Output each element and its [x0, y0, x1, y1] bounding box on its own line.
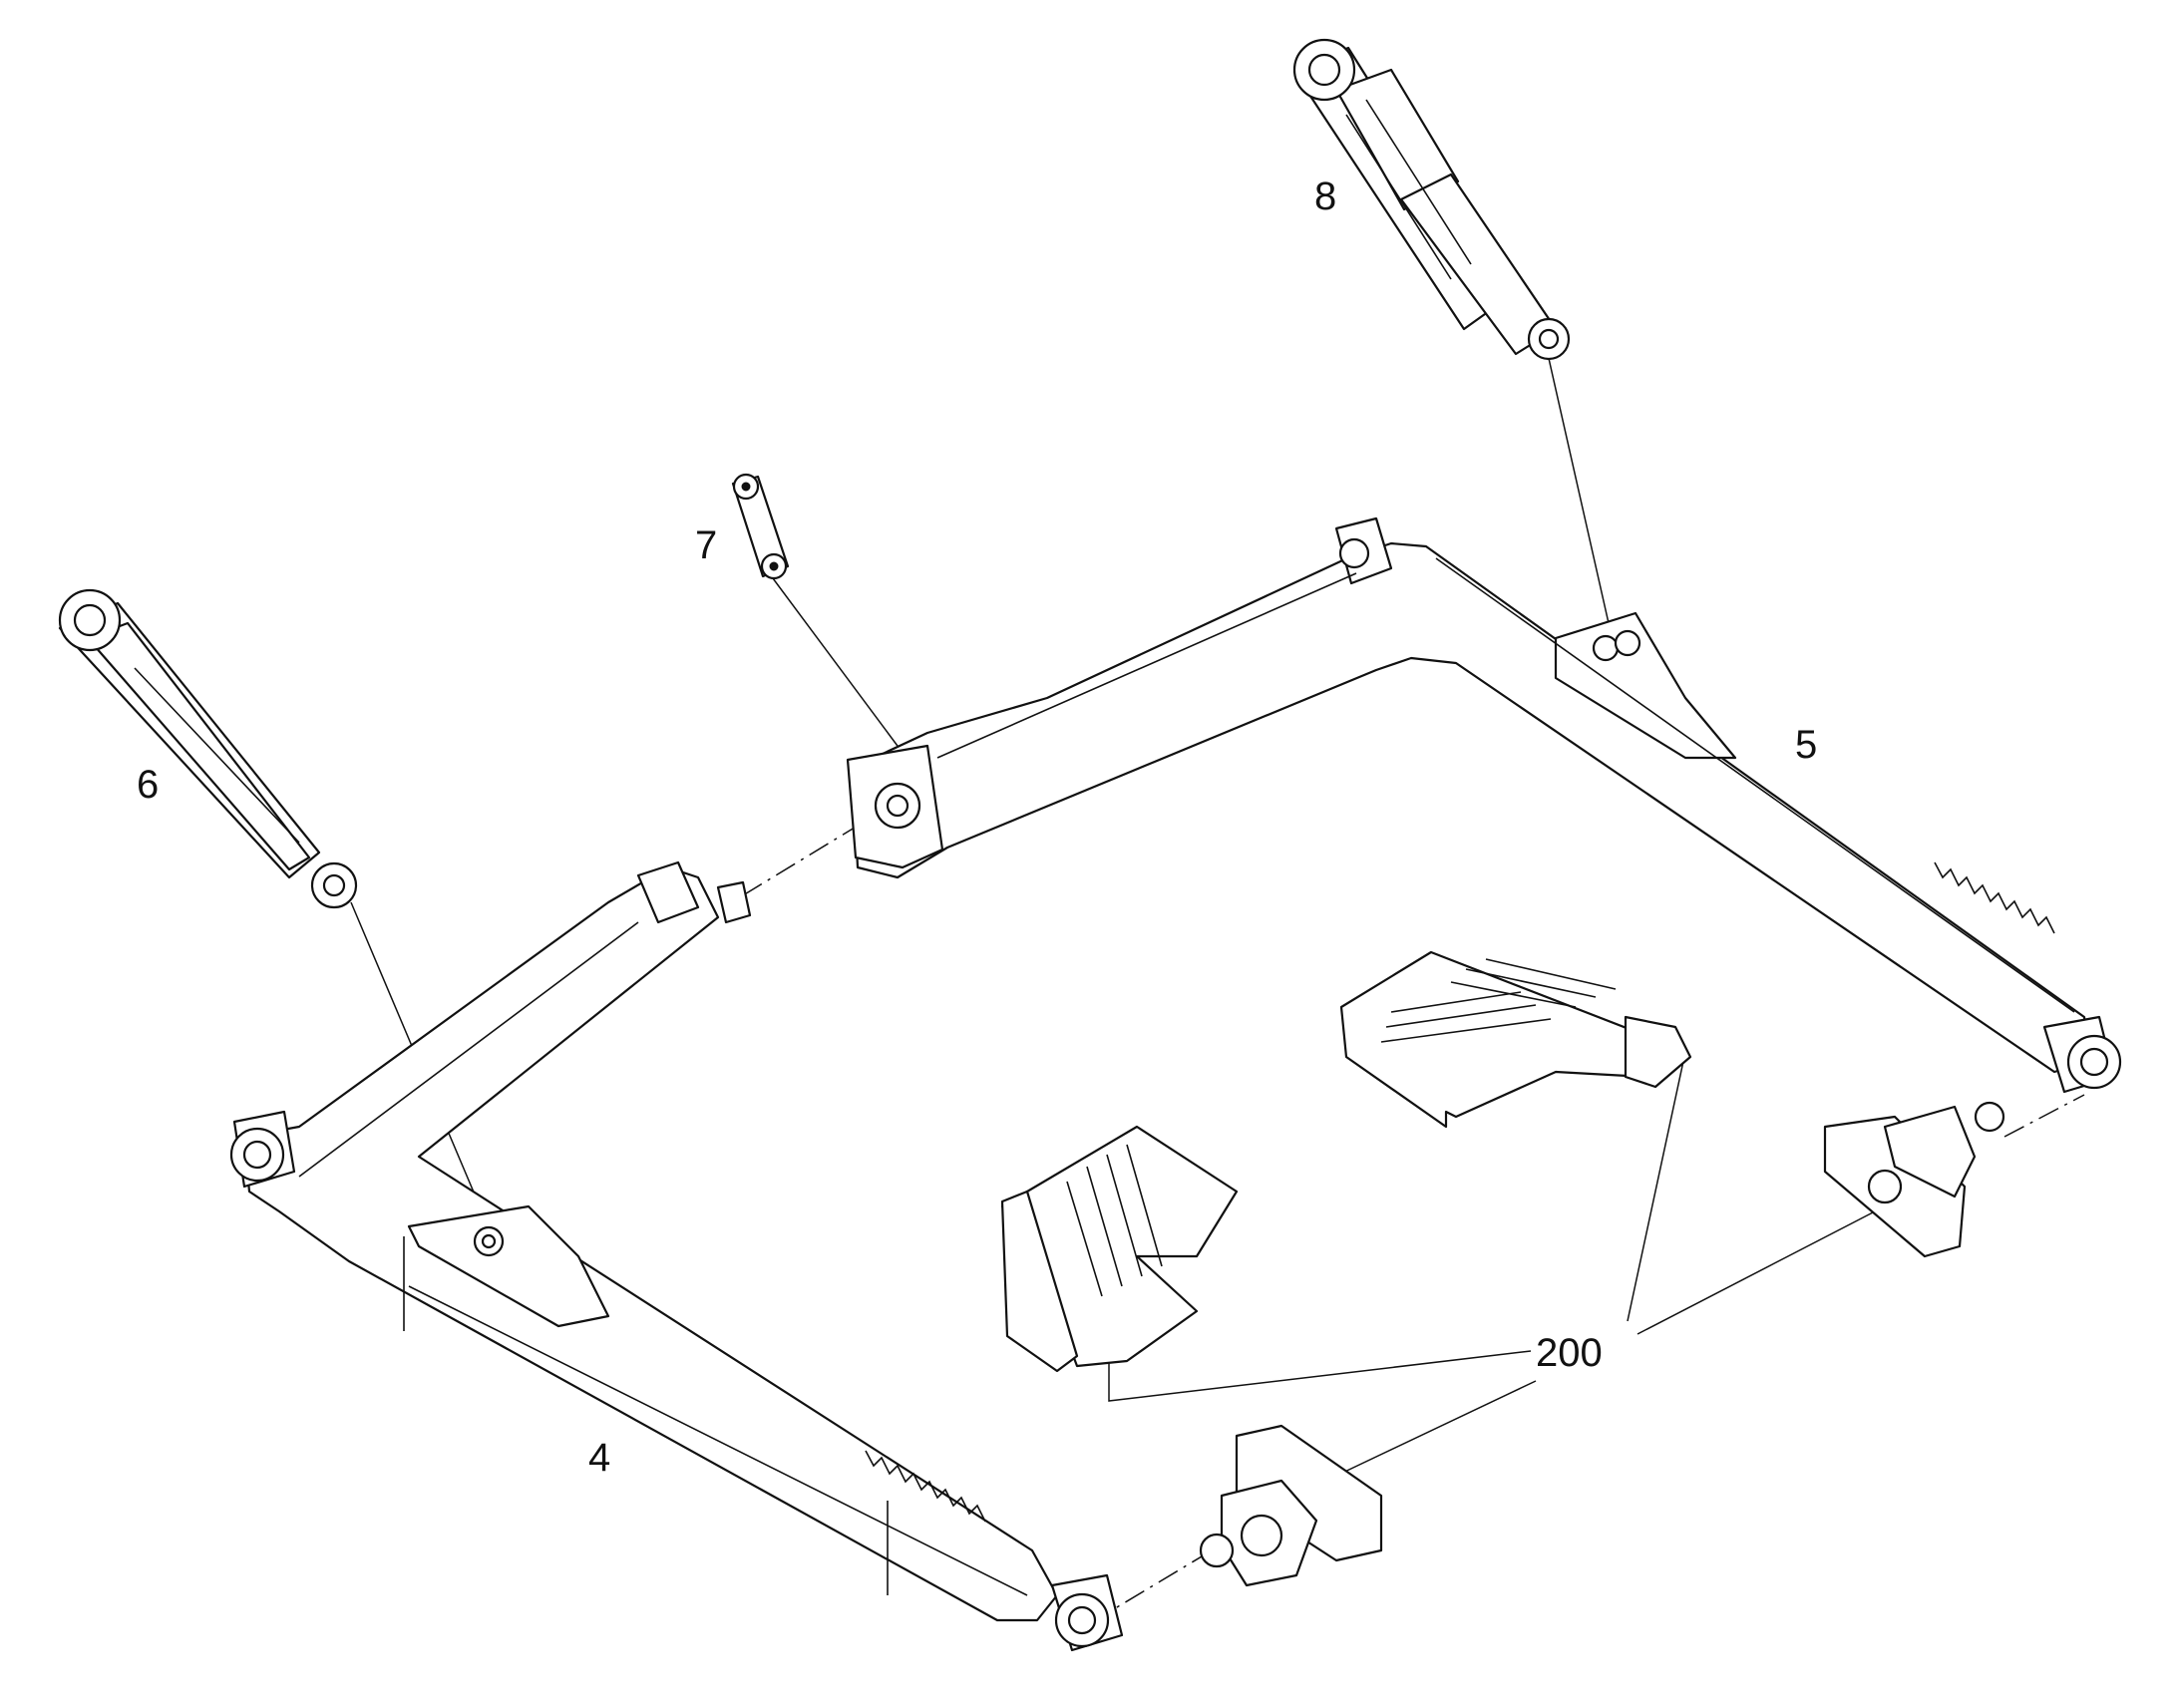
frame-part-5	[846, 516, 2122, 1094]
centerlines	[742, 819, 2085, 1623]
link-part-7	[731, 473, 790, 580]
cylinder-part-8	[1292, 38, 1571, 361]
step-plate-right	[1339, 950, 1692, 1129]
callout-8: 8	[1314, 174, 1336, 218]
mount-bracket-left	[1199, 1424, 1383, 1587]
mount-bracket-right	[1823, 1101, 2005, 1258]
callout-labels: 8 7 6 5 4 200	[137, 174, 1817, 1480]
callout-4: 4	[588, 1436, 610, 1480]
callout-5: 5	[1795, 723, 1817, 767]
callout-6: 6	[137, 763, 159, 807]
cylinder-part-6	[58, 588, 358, 909]
step-plate-left	[1000, 1125, 1239, 1373]
callout-200: 200	[1536, 1331, 1603, 1375]
frame-part-4	[229, 860, 1124, 1652]
callout-7: 7	[695, 523, 717, 567]
